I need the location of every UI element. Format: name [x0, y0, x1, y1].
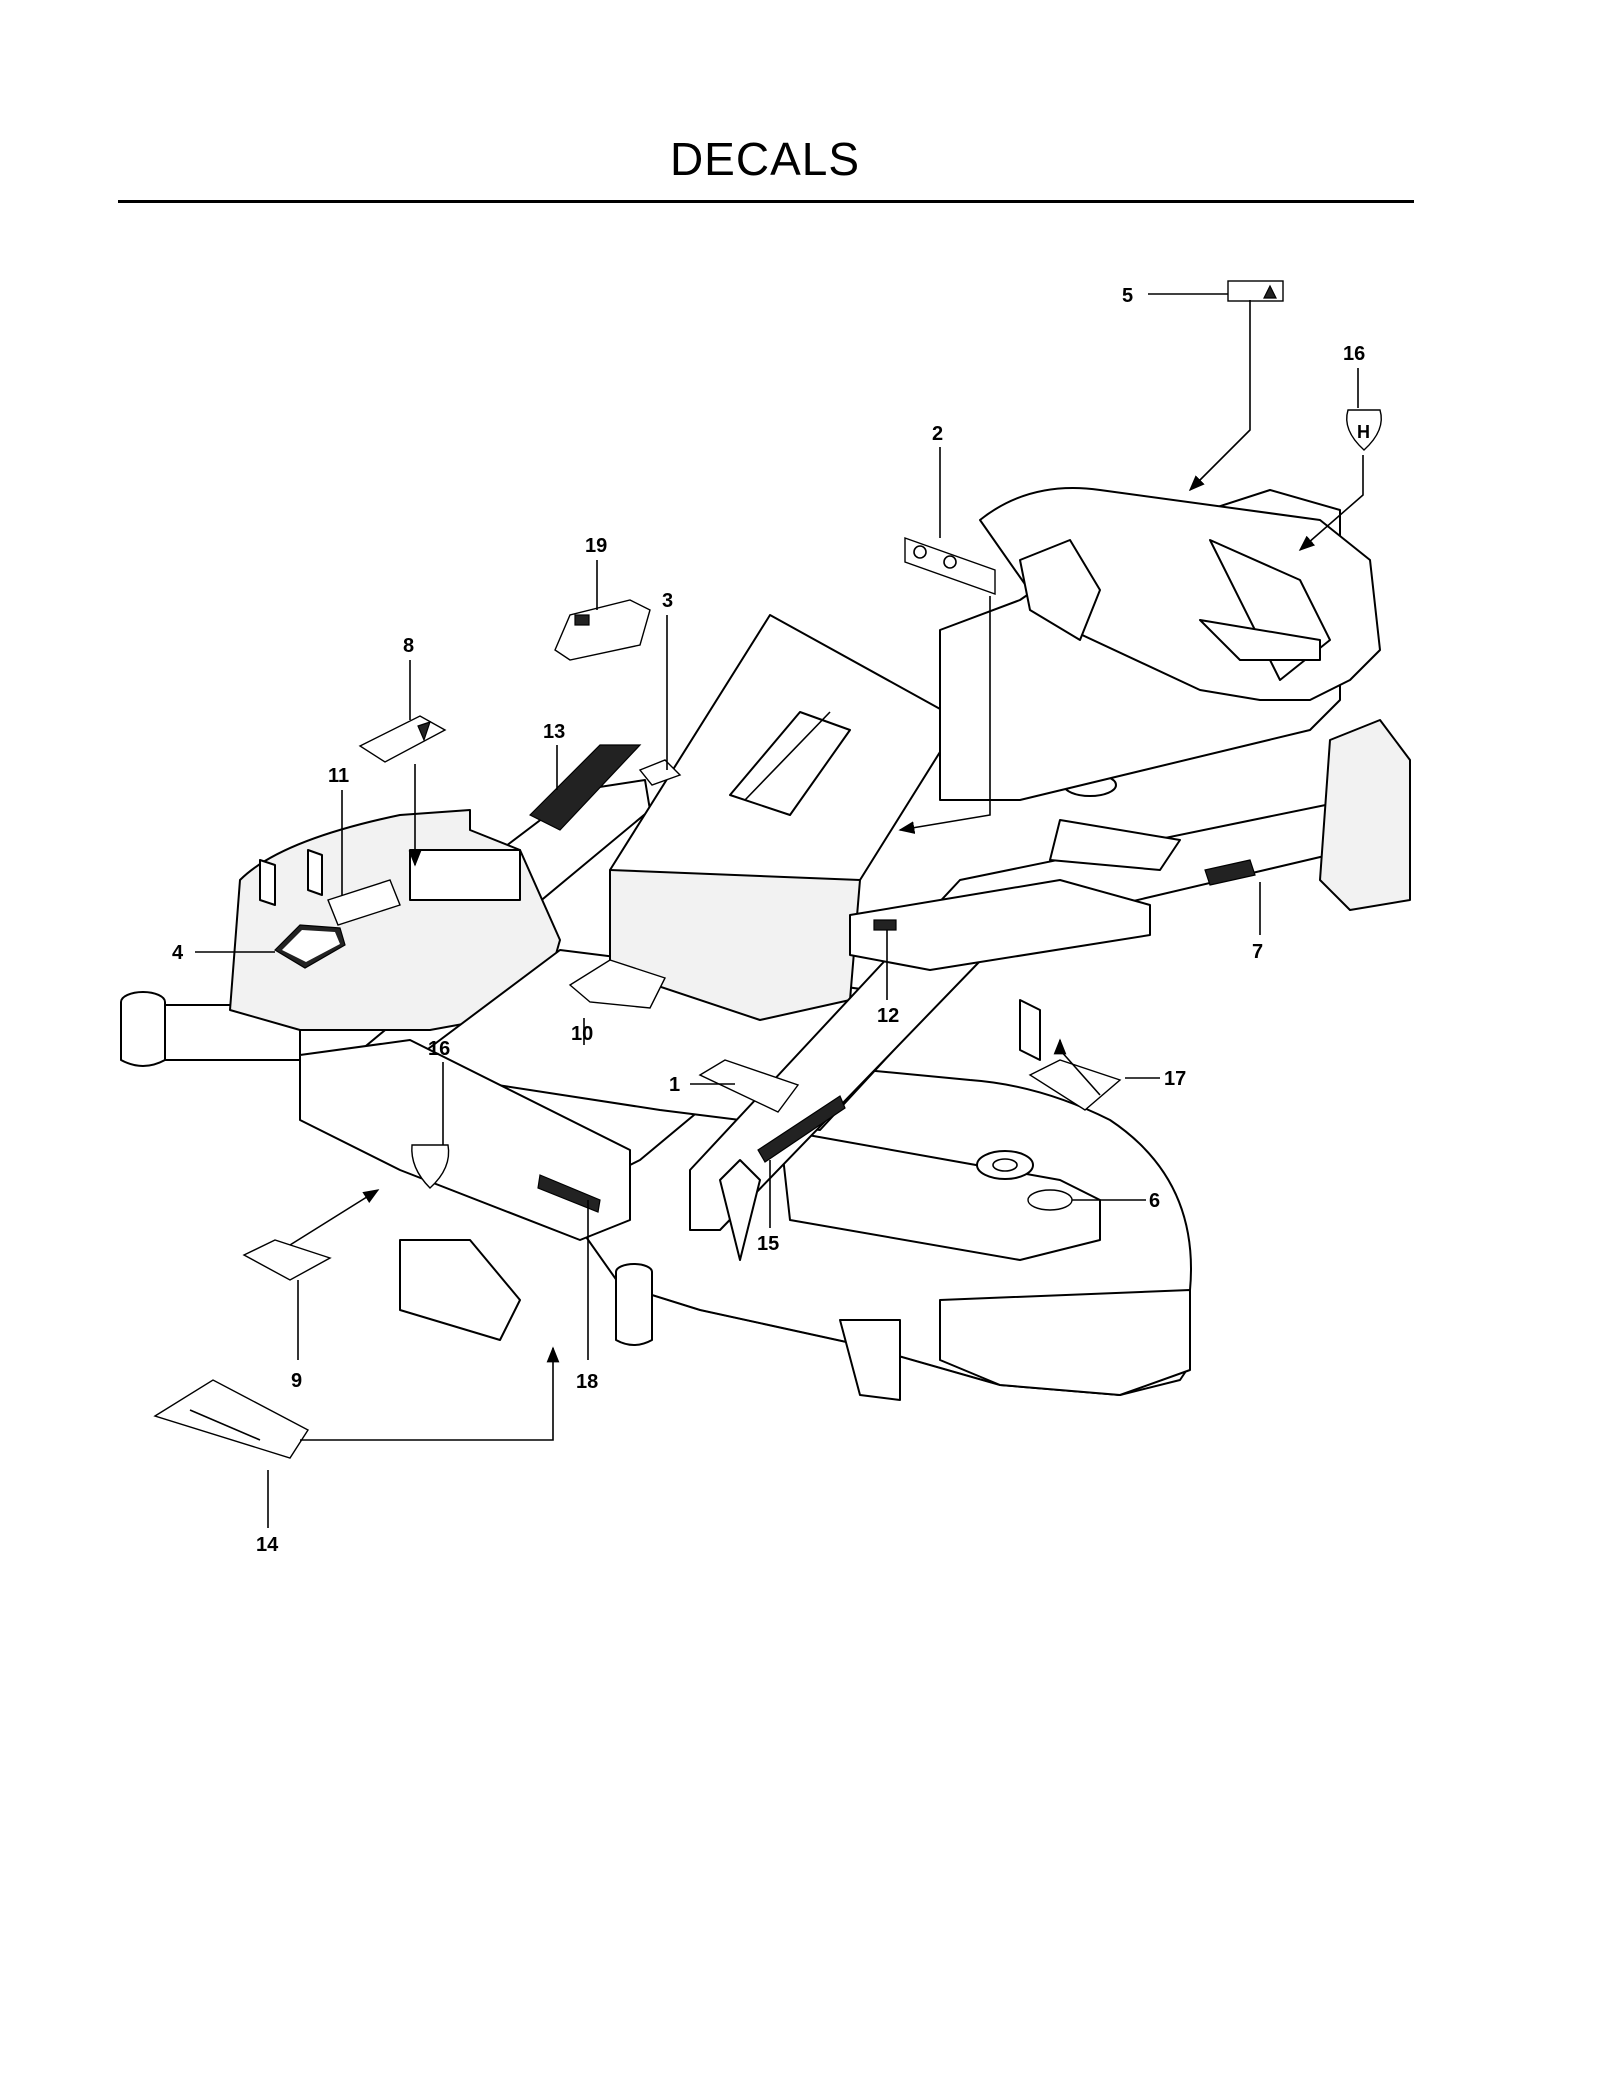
callout-labels: 5 16 2 19 3 8 13 11 4 7 12 10 16 1 17 6 … — [172, 285, 1365, 1556]
decal-8-warning — [358, 715, 447, 763]
decal-16-logo-top: H — [1346, 409, 1382, 451]
decal-11-label — [327, 879, 401, 926]
callout-5: 5 — [1122, 285, 1133, 307]
decal-4-badge — [274, 924, 346, 969]
callout-17: 17 — [1164, 1068, 1186, 1090]
svg-text:H: H — [1357, 422, 1370, 442]
callout-12: 12 — [877, 1005, 899, 1027]
callout-4: 4 — [172, 942, 184, 964]
fuel-tank-box — [849, 879, 1151, 971]
decal-2-strip — [904, 537, 996, 595]
decal-18-model — [537, 1174, 601, 1213]
callout-9: 9 — [291, 1370, 302, 1392]
callout-6: 6 — [1149, 1190, 1160, 1212]
mower-body — [120, 487, 1411, 1401]
page-title: DECALS — [669, 133, 861, 185]
decal-12-small — [873, 919, 897, 931]
decal-5-strip — [1227, 280, 1284, 302]
decal-10-label — [568, 959, 666, 1009]
decal-7-label — [1204, 859, 1256, 886]
decal-9-label — [242, 1239, 332, 1281]
spindle-pulley — [976, 1150, 1034, 1180]
decal-17-label — [1028, 1059, 1122, 1111]
callout-10: 10 — [571, 1023, 593, 1045]
title-rule — [118, 200, 1414, 203]
callout-16-front: 16 — [428, 1038, 450, 1060]
decal-6-round — [1027, 1189, 1073, 1211]
callout-1: 1 — [669, 1074, 680, 1096]
callout-11: 11 — [328, 765, 349, 787]
callout-15: 15 — [757, 1233, 779, 1255]
decal-19-bracket — [554, 599, 651, 661]
deck-plate — [779, 1129, 1101, 1261]
rear-post — [1319, 719, 1411, 911]
callout-13: 13 — [543, 721, 565, 743]
callout-8: 8 — [403, 635, 414, 657]
callout-19: 19 — [585, 535, 607, 557]
callout-18: 18 — [576, 1371, 598, 1393]
decal-3-label — [638, 759, 682, 786]
decal-16-logo-front — [411, 1144, 450, 1189]
decal-14-label — [153, 1379, 310, 1459]
decal-15-brand — [757, 1095, 846, 1163]
callout-7: 7 — [1252, 941, 1263, 963]
leader-lines — [195, 293, 1364, 1528]
decal-1-label — [698, 1059, 800, 1113]
callout-3: 3 — [662, 590, 673, 612]
decal-13-strip — [528, 744, 642, 831]
callout-14: 14 — [256, 1534, 279, 1556]
callout-2: 2 — [932, 423, 943, 445]
callout-16-top: 16 — [1343, 343, 1365, 365]
